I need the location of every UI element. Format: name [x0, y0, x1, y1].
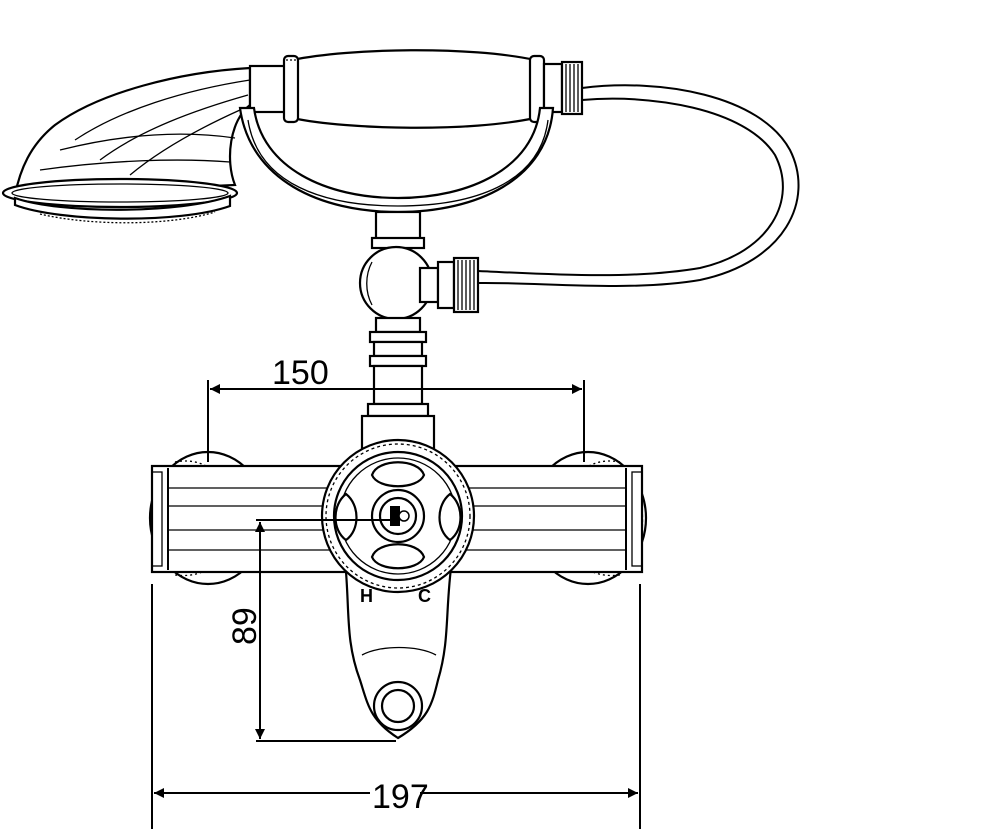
- handset-cradle: [238, 106, 555, 214]
- dimension-label-197: 197: [372, 778, 429, 816]
- lever-handle: [343, 558, 454, 740]
- dimension-overall-width: 197: [151, 584, 641, 829]
- shower-head: [1, 66, 252, 224]
- dimension-top-width: 150: [207, 354, 585, 462]
- hot-cold-indicator-icon: [398, 510, 410, 522]
- dimension-height: 89: [226, 519, 396, 742]
- dimension-label-150: 150: [272, 354, 329, 392]
- cartridge-rosette: [320, 438, 476, 594]
- riser-column: [358, 210, 480, 452]
- handset-handle: [248, 49, 584, 129]
- cold-label: C: [418, 586, 431, 606]
- dimension-label-89: 89: [226, 607, 264, 645]
- shower-hose: [477, 84, 800, 287]
- hot-label: H: [360, 586, 373, 606]
